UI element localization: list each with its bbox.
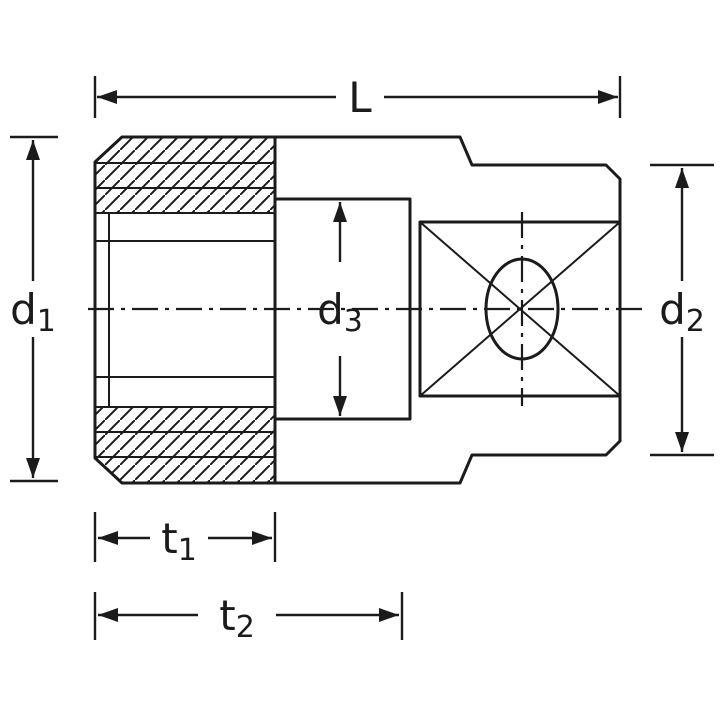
dim-label-d3: d3: [317, 285, 363, 339]
dimension-L: L: [93, 73, 622, 122]
dim-label-t1: t1: [161, 514, 197, 568]
knurl-hatch-top: [95, 137, 275, 213]
dim-label-L: L: [348, 73, 372, 122]
dim-label-d1: d1: [10, 285, 56, 339]
knurl-hatch-bottom: [95, 407, 275, 483]
dimension-t1: t1: [93, 512, 277, 568]
dimension-t2: t2: [93, 591, 404, 645]
dim-label-d2: d2: [659, 285, 705, 339]
dimension-d3: d3: [317, 202, 363, 416]
dimension-d1: d1: [10, 135, 58, 483]
dim-label-t2: t2: [219, 591, 255, 645]
knurled-section-texture: [95, 137, 275, 483]
dimension-d2: d2: [650, 163, 714, 457]
centerlines: [88, 212, 648, 406]
